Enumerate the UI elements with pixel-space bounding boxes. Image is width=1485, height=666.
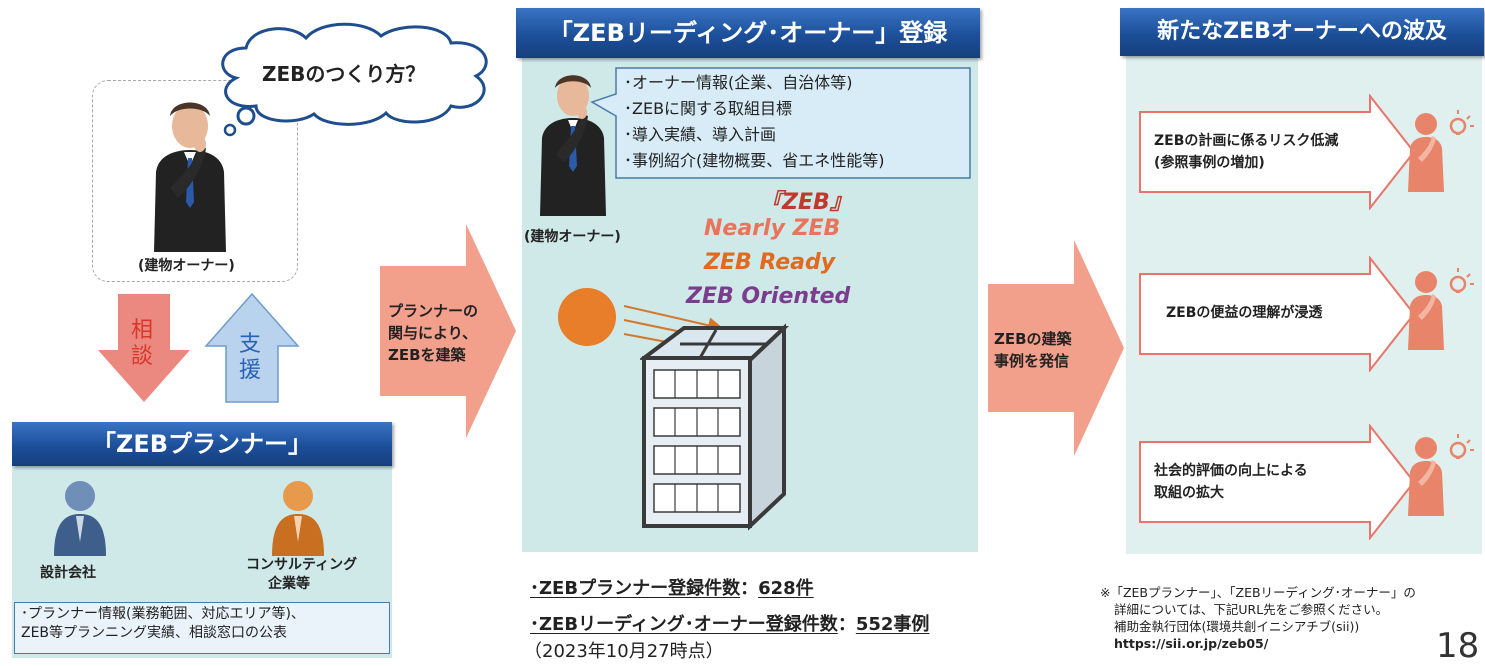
thought-text: ZEBのつくり方？ bbox=[262, 62, 426, 86]
footnote: ※「ZEBプランナー」、「ZEBリーディング･オーナー」の 詳細については、下記… bbox=[1100, 584, 1416, 652]
zeb-level-nearly: Nearly ZEB bbox=[704, 216, 841, 241]
effect-1-line-1: ZEBの計画に係るリスク低減 bbox=[1154, 133, 1339, 149]
effect-3-line-1: 社会的評価の向上による bbox=[1154, 463, 1308, 479]
planner-title: 「ZEBプランナー」 bbox=[12, 422, 392, 466]
thinking-man-icon bbox=[540, 75, 606, 216]
consulting-label-2: 企業等 bbox=[268, 576, 310, 592]
bubble-item: ･オーナー情報(企業、自治体等) bbox=[624, 73, 853, 92]
person-orange-icon bbox=[272, 481, 324, 556]
stat-planner-value: 628件 bbox=[758, 578, 814, 599]
consulting-label-1: コンサルティング bbox=[246, 557, 358, 573]
registration-title: 「ZEBリーディング･オーナー」登録 bbox=[516, 8, 980, 58]
effect-arrow-3 bbox=[1139, 424, 1416, 540]
lightbulb-person-icon bbox=[1408, 268, 1474, 350]
publish-arrow bbox=[988, 240, 1124, 456]
effect-arrow-2 bbox=[1139, 256, 1416, 372]
bubble-item: ･事例紹介(建物概要、省エネ性能等) bbox=[624, 151, 885, 170]
footnote-line-2: 詳細については、下記URL先をご参照ください。 bbox=[1114, 602, 1389, 617]
effect-text-1: ZEBの計画に係るリスク低減 (参照事例の増加) bbox=[1154, 130, 1338, 174]
publish-arrow-line-2: 事例を発信 bbox=[994, 352, 1070, 370]
stat-planner-sep: ： bbox=[740, 578, 759, 599]
stat-planner-label: ･ZEBプランナー登録件数 bbox=[530, 578, 741, 599]
build-arrow bbox=[380, 224, 516, 438]
planner-info-box: ･プランナー情報(業務範囲、対応エリア等)、 ZEB等プランニング実績、相談窓口… bbox=[14, 602, 390, 654]
footnote-line-3: 補助金執行団体(環境共創イニシアチブ(sii)) bbox=[1114, 619, 1360, 634]
thinking-man-icon bbox=[154, 102, 226, 252]
bubble-item: ･導入実績、導入計画 bbox=[624, 125, 777, 144]
stat-owner: ･ZEBリーディング･オーナー登録件数：552事例 bbox=[530, 610, 929, 636]
effect-3-line-2: 取組の拡大 bbox=[1154, 485, 1224, 501]
new-owners-title: 新たなZEBオーナーへの波及 bbox=[1120, 8, 1484, 56]
stat-planner: ･ZEBプランナー登録件数：628件 bbox=[530, 574, 814, 600]
sun-icon bbox=[558, 288, 616, 346]
footnote-url[interactable]: https://sii.or.jp/zeb05/ bbox=[1114, 636, 1269, 651]
stat-owner-sep: ： bbox=[837, 614, 856, 635]
footnote-line-1: ※「ZEBプランナー」、「ZEBリーディング･オーナー」の bbox=[1100, 585, 1416, 600]
effect-text-2: ZEBの便益の理解が浸透 bbox=[1166, 302, 1322, 324]
effect-1-line-2: (参照事例の増加) bbox=[1154, 155, 1265, 171]
info-bubble bbox=[590, 67, 971, 179]
build-arrow-line-2: 関与により、 bbox=[388, 324, 478, 342]
person-blue-icon bbox=[54, 481, 106, 556]
planner-info-line-1: ･プランナー情報(業務範囲、対応エリア等)、 bbox=[21, 606, 305, 622]
stat-owner-label: ･ZEBリーディング･オーナー登録件数 bbox=[530, 614, 838, 635]
effect-text-3: 社会的評価の向上による 取組の拡大 bbox=[1154, 460, 1308, 504]
lightbulb-person-icon bbox=[1408, 110, 1474, 192]
zeb-level-zeb: 『ZEB』 bbox=[760, 190, 852, 215]
owner-label-left: (建物オーナー) bbox=[138, 258, 235, 274]
effect-2-line-1: ZEBの便益の理解が浸透 bbox=[1166, 305, 1323, 321]
zeb-level-ready: ZEB Ready bbox=[704, 250, 836, 275]
zeb-level-oriented: ZEB Oriented bbox=[686, 284, 851, 309]
consult-arrow bbox=[98, 294, 190, 402]
thought-cloud-icon bbox=[221, 22, 488, 137]
support-text: 支援 bbox=[238, 332, 261, 383]
build-arrow-text: プランナーの 関与により、 ZEBを建築 bbox=[388, 300, 478, 366]
consult-text: 相談 bbox=[130, 318, 153, 369]
bubble-list: ･オーナー情報(企業、自治体等) ･ZEBに関する取組目標 ･導入実績、導入計画… bbox=[624, 70, 885, 174]
publish-arrow-text: ZEBの建築 事例を発信 bbox=[994, 328, 1072, 372]
support-arrow bbox=[204, 292, 300, 403]
building-icon bbox=[640, 323, 790, 531]
bubble-item: ･ZEBに関する取組目標 bbox=[624, 99, 793, 118]
date-note: （2023年10月27時点） bbox=[524, 641, 724, 662]
design-firm-label: 設計会社 bbox=[40, 565, 96, 581]
page-number: 18 bbox=[1436, 626, 1480, 666]
owner-label-center: (建物オーナー) bbox=[524, 229, 621, 245]
build-arrow-line-1: プランナーの bbox=[388, 302, 479, 320]
publish-arrow-line-1: ZEBの建築 bbox=[994, 330, 1072, 348]
effect-arrow-1 bbox=[1139, 94, 1416, 210]
planner-info-line-2: ZEB等プランニング実績、相談窓口の公表 bbox=[21, 625, 288, 641]
build-arrow-line-3: ZEBを建築 bbox=[388, 346, 466, 364]
stat-owner-value: 552事例 bbox=[855, 614, 930, 635]
lightbulb-person-icon bbox=[1408, 434, 1474, 516]
